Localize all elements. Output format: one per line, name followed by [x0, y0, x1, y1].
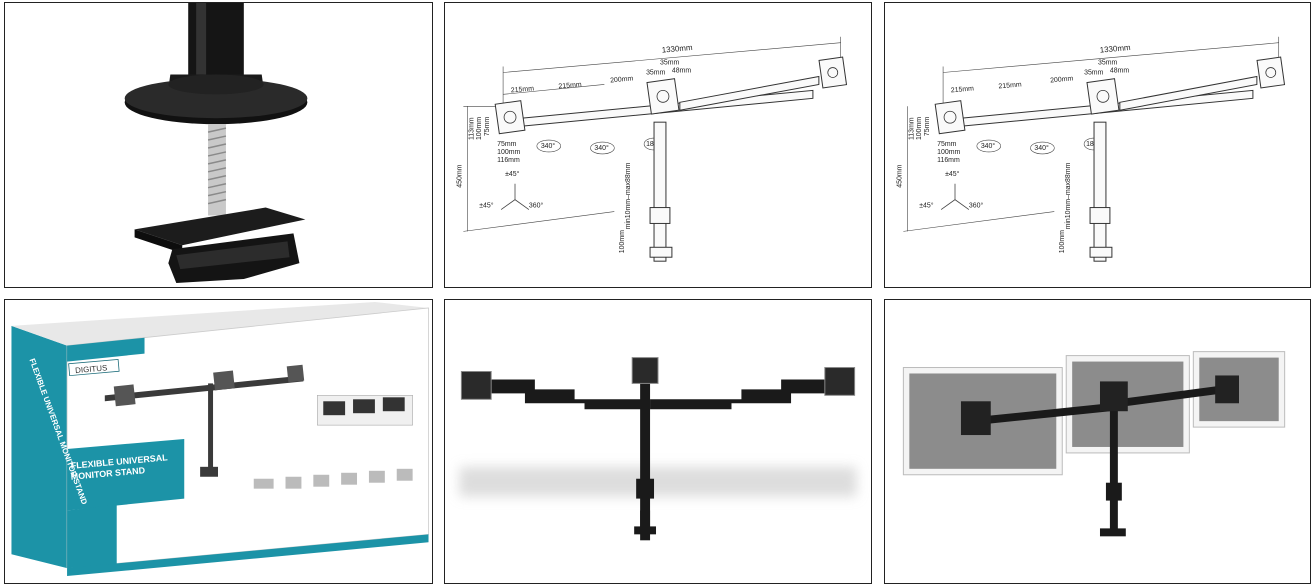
rotation-360-label: 360°	[969, 202, 984, 210]
tilt-left-label: ±45°	[479, 202, 494, 210]
right-monitor-bracket	[1215, 375, 1239, 404]
vesa-75b-label: 75mm	[937, 141, 956, 148]
arm3-label: 200mm	[610, 75, 634, 84]
vesa-113-label: 113mm	[468, 117, 475, 140]
desk-range-label: min10mm–max88mm	[625, 162, 632, 229]
left-monitor-bracket	[960, 401, 991, 436]
center-monitor-bracket	[1099, 381, 1128, 412]
desk-range-label: min10mm–max88mm	[1065, 162, 1072, 229]
height-label: 450mm	[456, 164, 463, 187]
clamp-depth-label: 100mm	[1059, 230, 1066, 253]
dimension-illustration-2: 1330mm 215mm 215mm 200mm 35mm 35mm 48mm …	[896, 36, 1286, 262]
vesa-100b-label: 100mm	[497, 149, 520, 156]
total-width-label: 1330mm	[661, 43, 693, 55]
rotation-180-label: 180°	[646, 140, 661, 148]
stand-render-illustration	[459, 357, 857, 541]
arm3-label: 200mm	[1050, 75, 1074, 84]
dimension-drawing-left: 1330mm 215mm 215mm 200mm 35mm 35mm 48mm …	[444, 2, 872, 288]
vesa-75b-label: 75mm	[497, 141, 516, 148]
dimension-drawing-right: 1330mm 215mm 215mm 200mm 35mm 35mm 48mm …	[884, 2, 1311, 288]
total-width-label: 1330mm	[1099, 43, 1131, 55]
brand-logo-text: DIGITUS	[75, 363, 108, 375]
tilt-top-label: ±45°	[505, 170, 520, 178]
tilt-top-label: ±45°	[945, 170, 960, 178]
stand-render-image	[444, 299, 872, 584]
center-vesa-plate	[631, 357, 659, 384]
vesa-116-label: 116mm	[937, 157, 960, 164]
clamp-depth-label: 100mm	[619, 230, 626, 253]
vesa-100b-label: 100mm	[937, 149, 960, 156]
product-box-illustration: DIGITUS FLEXIBLE UNIVERSAL MONITOR STAND…	[11, 301, 429, 577]
arm1-label: 215mm	[511, 85, 535, 94]
arm2-label: 215mm	[558, 81, 582, 90]
stand-with-monitors-illustration	[902, 351, 1286, 537]
plate-top-label: 35mm	[660, 60, 679, 67]
rotation-360-label: 360°	[529, 202, 544, 210]
rotation-340a-label: 340°	[541, 142, 556, 150]
plate-offset-label: 35mm	[1084, 69, 1103, 76]
rotation-340a-label: 340°	[981, 142, 996, 150]
rotation-340b-label: 340°	[594, 144, 609, 152]
product-box-image: DIGITUS FLEXIBLE UNIVERSAL MONITOR STAND…	[4, 299, 433, 584]
arm1-label: 215mm	[951, 85, 975, 94]
stand-with-monitors-image	[884, 299, 1311, 584]
vesa-75-label: 75mm	[484, 117, 491, 136]
vesa-113-label: 113mm	[908, 117, 915, 140]
plate-width-label: 48mm	[672, 68, 691, 75]
vesa-116-label: 116mm	[497, 157, 520, 164]
left-vesa-plate	[460, 370, 492, 400]
rotation-180-label: 180°	[1086, 140, 1101, 148]
arm2-label: 215mm	[998, 81, 1022, 90]
plate-width-label: 48mm	[1110, 68, 1129, 75]
vesa-100-label: 100mm	[476, 117, 483, 140]
height-label: 450mm	[896, 164, 903, 187]
vesa-100-label: 100mm	[916, 117, 923, 140]
right-vesa-plate	[824, 367, 856, 396]
plate-offset-label: 35mm	[646, 69, 665, 76]
dimension-illustration: 1330mm 215mm 215mm 200mm 35mm 35mm 48mm …	[456, 36, 848, 262]
brand-logo	[68, 358, 120, 377]
clamp-closeup-image	[4, 2, 433, 288]
tilt-left-label: ±45°	[919, 202, 934, 210]
rotation-340b-label: 340°	[1034, 144, 1049, 152]
clamp-illustration	[124, 3, 308, 284]
plate-top-label: 35mm	[1098, 60, 1117, 67]
vesa-75-label: 75mm	[924, 117, 931, 136]
